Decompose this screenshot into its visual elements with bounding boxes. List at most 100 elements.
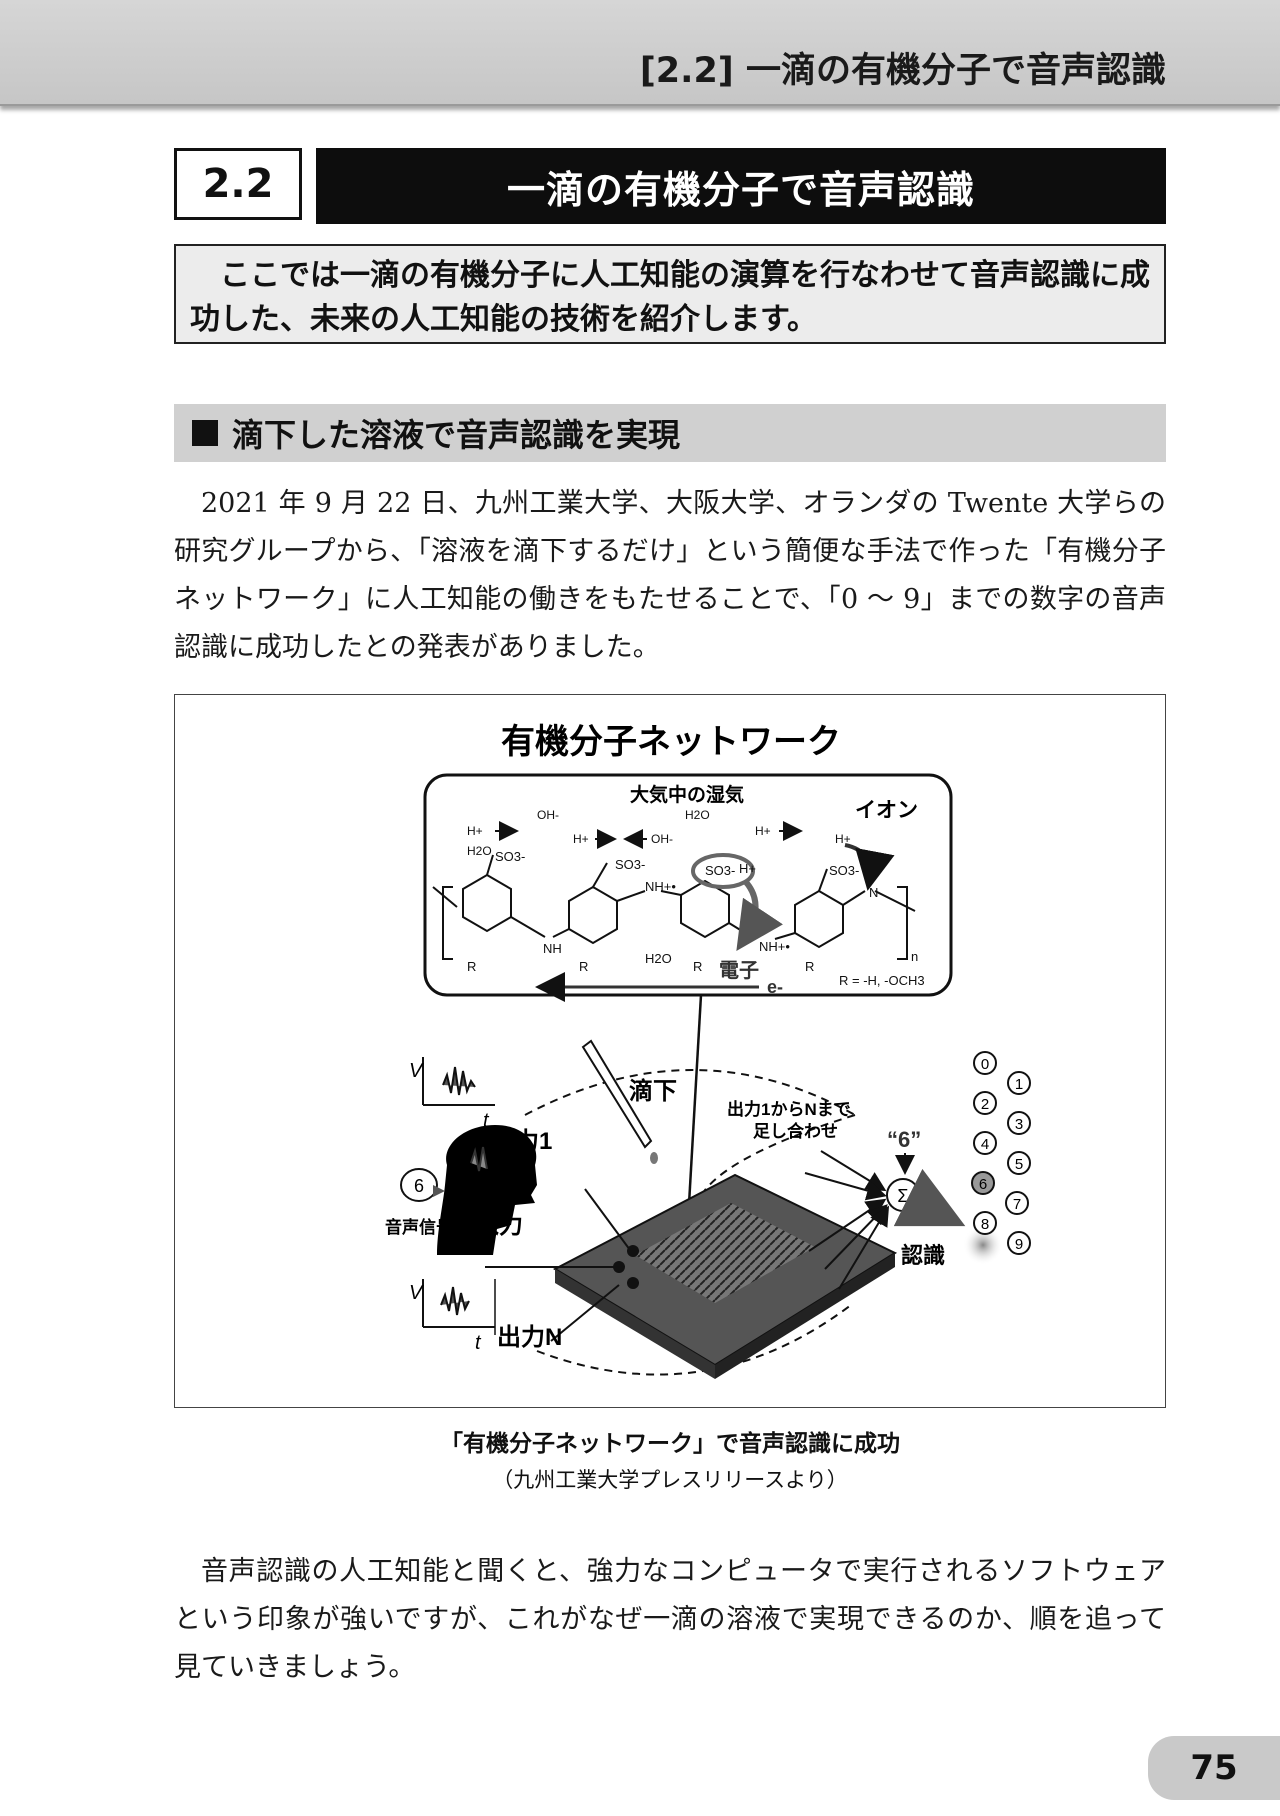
figure-title: 有機分子ネットワーク	[501, 723, 841, 761]
digit-circle-3	[1007, 1111, 1031, 1135]
electrode-dot-2	[613, 1261, 625, 1273]
digit-label-0: 0	[981, 1056, 989, 1073]
page-number: 75	[1148, 1736, 1280, 1800]
nh-cation-1: NH+•	[645, 879, 676, 894]
speech-wave-icon	[470, 1146, 488, 1172]
outputN-lead	[550, 1284, 620, 1342]
subheading: 滴下した溶液で音声認識を実現	[174, 404, 1166, 462]
h-plus-1: H+	[467, 824, 483, 838]
output1-curve	[524, 1069, 856, 1116]
digit-circle-5	[1007, 1151, 1031, 1175]
figure-diagram: 有機分子ネットワーク 大気中の湿気 イオン H+ H2O OH- H+ OH- …	[385, 723, 1031, 1379]
digit-label-3: 3	[1015, 1116, 1023, 1133]
digit-label-8: 8	[981, 1216, 989, 1233]
digit-circle-0	[973, 1051, 997, 1075]
summation-arrows	[804, 1150, 890, 1290]
digit-label-6: 6	[979, 1176, 987, 1193]
section-number: 2.2	[174, 148, 302, 220]
axis-v-bottom: V	[409, 1282, 424, 1304]
repeat-subscript: n	[911, 949, 918, 964]
recognition-label: 認識	[901, 1243, 945, 1268]
ion-arrow	[844, 843, 895, 891]
digit-label-1: 1	[1015, 1076, 1023, 1093]
digit-circle-6	[971, 1171, 995, 1195]
figure: 有機分子ネットワーク 大気中の湿気 イオン H+ H2O OH- H+ OH- …	[174, 694, 1166, 1408]
so3-2: SO3-	[615, 857, 645, 872]
speech-signal-label: 音声信号	[385, 1217, 453, 1237]
sum-label-line1: 出力1からNまで	[727, 1099, 851, 1119]
h-plus-3: H+	[755, 824, 771, 838]
digit-label-9: 9	[1015, 1236, 1023, 1253]
so3-h-complex-highlight	[691, 853, 755, 889]
r-group-3: R	[693, 959, 702, 974]
section-title: 一滴の有機分子で音声認識	[316, 148, 1166, 224]
h-plus-2: H+	[573, 832, 589, 846]
intro-text: ここでは一滴の有機分子に人工知能の演算を行なわせて音声認識に成功した、未来の人工…	[190, 258, 1150, 337]
h2o-1: H2O	[467, 844, 492, 858]
running-header-title: [2.2] 一滴の有機分子で音声認識	[639, 51, 1166, 91]
pipette-icon	[581, 1039, 658, 1164]
outputN-curve	[536, 1304, 852, 1376]
speaker-silhouette-icon	[437, 1125, 537, 1255]
waveform-output-plot: V t	[409, 1279, 496, 1354]
paragraph-2: 音声認識の人工知能と聞くと、強力なコンピュータで実行されるソフトウェアという印象…	[174, 1556, 1166, 1683]
digit-label-4: 4	[981, 1136, 989, 1153]
figure-source: （九州工業大学プレスリリースより）	[492, 1468, 848, 1492]
recognition-arrow	[893, 1168, 966, 1227]
proton-transfer-arrow	[736, 878, 783, 951]
electrode-dot-1	[627, 1245, 639, 1257]
paragraph-1: 2021 年 9 月 22 日、九州工業大学、大阪大学、オランダの Twente…	[174, 488, 1166, 663]
electrode-dot-3	[627, 1277, 639, 1289]
humidity-label: 大気中の湿気	[630, 783, 744, 806]
waveform-input-plot: V t	[409, 1057, 495, 1132]
square-bullet-icon	[192, 420, 218, 446]
sigma-symbol: Σ	[897, 1186, 908, 1206]
spoken-digit: 6	[414, 1176, 424, 1196]
spoken-digit-bubble	[400, 1168, 438, 1202]
ion-annotations: H+ H2O OH- H+ OH- H2O H+ H+	[467, 808, 851, 858]
digit-circle-1	[1007, 1071, 1031, 1095]
input-label: 入力	[475, 1212, 523, 1239]
r-group-1: R	[467, 959, 476, 974]
oh-minus-1: OH-	[537, 808, 559, 822]
electron-symbol: e-	[767, 977, 783, 997]
predicted-digit: “6”	[887, 1127, 921, 1152]
digit-circle-9	[1007, 1231, 1031, 1255]
digit-label-2: 2	[981, 1096, 989, 1113]
so3-3: SO3-	[705, 863, 735, 878]
digit-circle-7	[1005, 1191, 1029, 1215]
drop-label: 滴下	[629, 1077, 677, 1105]
output1-lead	[584, 1188, 631, 1251]
molecule-panel	[423, 773, 953, 997]
figure-caption: 「有機分子ネットワーク」で音声認識に成功	[440, 1431, 900, 1457]
h2o-3: H2O	[645, 951, 672, 966]
digit-circle-4	[973, 1131, 997, 1155]
digit-options: 0 1 2 3 4 5 6 7 8 9	[971, 1051, 1031, 1255]
digit-label-7: 7	[1013, 1196, 1021, 1213]
subheading-text: 滴下した溶液で音声認識を実現	[232, 416, 681, 454]
r-group-note: R = -H, -OCH3	[839, 973, 925, 988]
digit-circle-8	[973, 1211, 997, 1235]
n-atom: N	[869, 885, 878, 900]
oh-minus-2: OH-	[651, 832, 673, 846]
h2o-2: H2O	[685, 808, 710, 822]
axis-t-top: t	[483, 1110, 490, 1132]
chem-labels: SO3- SO3- SO3- H+ SO3- NH NH+• NH+• N R …	[467, 849, 925, 988]
electrode-chip	[552, 1173, 898, 1379]
r-group-2: R	[579, 959, 588, 974]
sum-label-line2: 足し合わせ	[753, 1121, 838, 1141]
outputN-label: 出力N	[497, 1324, 562, 1351]
highlight-glow	[963, 1225, 1003, 1265]
digit-label-5: 5	[1015, 1156, 1023, 1173]
ion-label: イオン	[855, 799, 918, 822]
output1-label: 出力1	[491, 1128, 552, 1155]
polymer-structure	[432, 854, 916, 960]
running-header: [2.2] 一滴の有機分子で音声認識	[0, 0, 1280, 106]
axis-v-top: V	[409, 1060, 424, 1082]
h-plus-4: H+	[835, 832, 851, 846]
so3-1: SO3-	[495, 849, 525, 864]
speech-arrow-icon	[433, 1185, 445, 1197]
axis-t-bottom: t	[475, 1332, 482, 1354]
electron-label: 電子	[719, 959, 759, 982]
h-plus-5: H+	[739, 861, 756, 876]
